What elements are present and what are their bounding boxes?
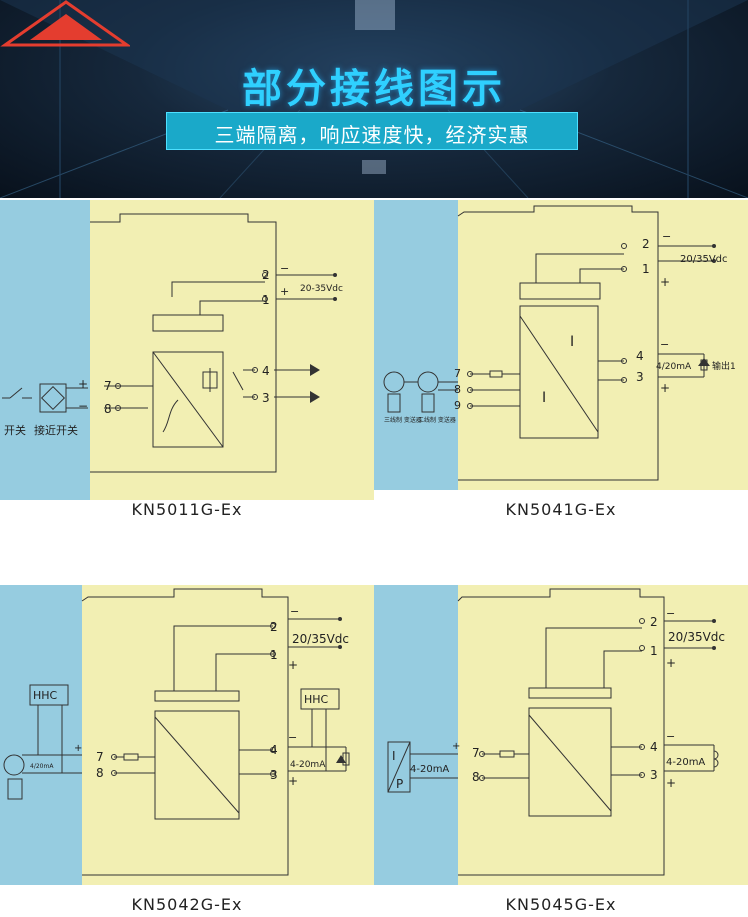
terminal-8-label: 8 bbox=[104, 402, 112, 416]
brand-logo bbox=[0, 0, 130, 47]
terminal-7-label: 7 bbox=[472, 746, 480, 760]
terminal-4-label: 4 bbox=[636, 349, 644, 363]
output-label: 输出1 bbox=[712, 360, 736, 372]
terminal-1-label: 1 bbox=[650, 644, 658, 658]
input-plus-sign: + bbox=[78, 377, 88, 391]
signal-right-label: 4-20mA bbox=[666, 757, 705, 768]
output-plus-sign: + bbox=[660, 381, 670, 395]
minus-sign: − bbox=[666, 607, 675, 620]
panel-kn5042: 2 1 4 3 7 8 20/35Vdc − + − + HHC HHC 4-2… bbox=[0, 585, 374, 885]
terminal-1-label: 1 bbox=[262, 293, 270, 307]
page-title: 部分接线图示 bbox=[242, 66, 506, 112]
plus-sign: + bbox=[660, 275, 670, 289]
signal-left-label: 4-20mA bbox=[410, 764, 449, 775]
output-minus-sign: − bbox=[660, 338, 669, 351]
terminal-4-label: 4 bbox=[262, 364, 270, 378]
plus-sign: + bbox=[288, 658, 298, 672]
plus-sign: + bbox=[666, 656, 676, 670]
panel-kn5045: 2 1 4 3 7 8 20/35Vdc − + − + 4-20mA 4-20… bbox=[374, 585, 748, 885]
switch-label: 开关 bbox=[4, 423, 26, 437]
input-minus-sign: − bbox=[78, 399, 88, 413]
panel-kn5041: 2 1 4 3 7 8 9 20/35Vdc − + − + 4/20mA 输出… bbox=[374, 200, 748, 490]
signal-left-label: 4/20mA bbox=[30, 763, 54, 770]
signal-label: 4/20mA bbox=[656, 362, 692, 372]
sensor-label-2wire: 二线制 变送器 bbox=[418, 416, 456, 424]
input-plus-sign: + bbox=[452, 741, 460, 752]
hhc-right-label: HHC bbox=[304, 693, 329, 706]
terminal-8-label: 8 bbox=[472, 770, 480, 784]
terminal-3-label: 3 bbox=[650, 768, 658, 782]
terminal-3-label: 3 bbox=[270, 768, 278, 782]
model-label-kn5041: KN5041G-Ex bbox=[505, 500, 617, 519]
ip-converter-i: I bbox=[392, 749, 396, 763]
minus-sign: − bbox=[280, 262, 289, 275]
output-minus-sign: − bbox=[666, 730, 675, 743]
terminal-1-label: 1 bbox=[642, 262, 650, 276]
supply-label: 20/35Vdc bbox=[292, 632, 349, 646]
isolation-mark-top: I bbox=[570, 334, 574, 350]
minus-sign: − bbox=[290, 605, 299, 618]
hhc-left-label: HHC bbox=[33, 689, 58, 702]
terminal-4-label: 4 bbox=[270, 743, 278, 757]
ip-converter-p: P bbox=[396, 777, 403, 791]
proximity-switch-label: 接近开关 bbox=[34, 423, 78, 437]
terminal-4-label: 4 bbox=[650, 740, 658, 754]
header-banner: 部分接线图示 三端隔离，响应速度快，经济实惠 bbox=[0, 0, 748, 198]
subtitle-box: 三端隔离，响应速度快，经济实惠 bbox=[166, 112, 578, 150]
terminal-9-label: 9 bbox=[454, 399, 461, 412]
minus-sign: − bbox=[662, 230, 671, 243]
terminal-7-label: 7 bbox=[104, 379, 112, 393]
output-minus-sign: − bbox=[288, 731, 297, 744]
input-plus-sign: + bbox=[74, 743, 82, 754]
model-label-kn5011: KN5011G-Ex bbox=[131, 500, 243, 519]
signal-right-label: 4-20mA bbox=[290, 760, 326, 770]
supply-label: 20/35Vdc bbox=[668, 630, 725, 644]
terminal-3-label: 3 bbox=[636, 370, 644, 384]
terminal-2-label: 2 bbox=[642, 237, 650, 251]
sensor-label-3wire: 三线制 变送器 bbox=[384, 416, 422, 424]
model-label-kn5045: KN5045G-Ex bbox=[505, 895, 617, 914]
model-label-kn5042: KN5042G-Ex bbox=[131, 895, 243, 914]
panel-kn5011: 2 1 4 3 7 8 20-35Vdc − + + − 开关 接近开关 bbox=[0, 200, 374, 500]
terminal-1-label: 1 bbox=[270, 648, 278, 662]
output-plus-sign: + bbox=[288, 774, 298, 788]
isolation-mark-bottom: I bbox=[542, 390, 546, 406]
supply-label: 20-35Vdc bbox=[300, 284, 343, 294]
terminal-7-label: 7 bbox=[96, 750, 104, 764]
plus-sign: + bbox=[280, 285, 289, 298]
terminal-7-label: 7 bbox=[454, 367, 461, 380]
terminal-3-label: 3 bbox=[262, 391, 270, 405]
terminal-8-label: 8 bbox=[454, 383, 461, 396]
terminal-2-label: 2 bbox=[650, 615, 658, 629]
terminal-2-label: 2 bbox=[262, 268, 270, 282]
page-subtitle: 三端隔离，响应速度快，经济实惠 bbox=[214, 123, 530, 147]
terminal-2-label: 2 bbox=[270, 620, 278, 634]
output-plus-sign: + bbox=[666, 776, 676, 790]
supply-label: 20/35Vdc bbox=[680, 254, 728, 265]
terminal-8-label: 8 bbox=[96, 766, 104, 780]
banner-background-lines bbox=[0, 0, 748, 198]
